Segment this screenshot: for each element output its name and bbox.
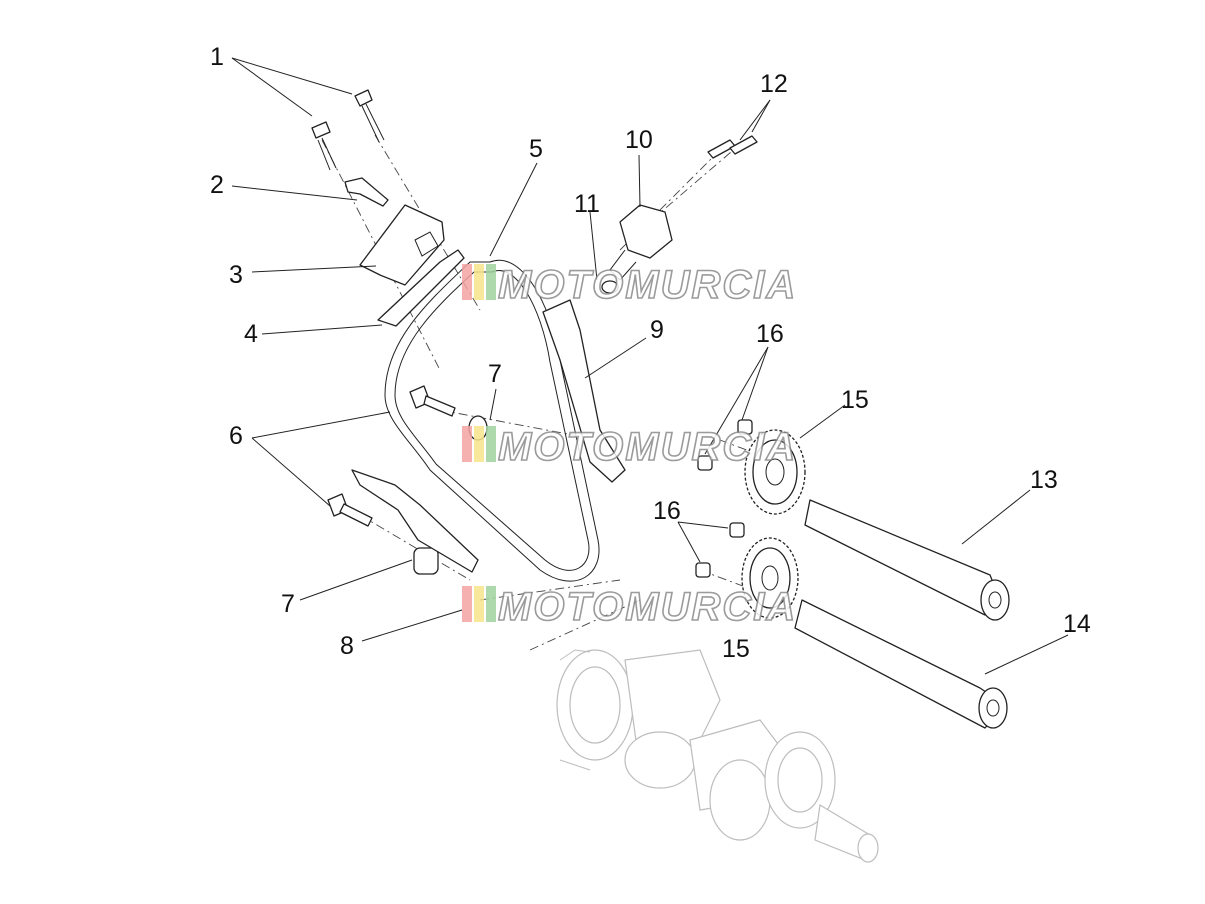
camshaft-14 — [794, 599, 1008, 729]
callout-15-upper: 15 — [841, 386, 869, 414]
watermark-middle: MOTOMURCIA — [462, 424, 797, 470]
watermark-text: MOTOMURCIA — [498, 263, 797, 307]
sprocket-15b — [741, 537, 799, 619]
callout-13: 13 — [1030, 466, 1058, 494]
lock-plate-2 — [344, 177, 389, 207]
leader-lines — [231, 57, 1069, 675]
watermark-top: MOTOMURCIA — [462, 262, 797, 308]
alignment-lines — [321, 134, 801, 651]
sprocket-15a — [744, 429, 806, 515]
watermark-stripe-yellow — [474, 426, 484, 462]
callout-1: 1 — [210, 43, 224, 71]
callout-3: 3 — [229, 261, 243, 289]
washer-11 — [601, 280, 619, 294]
bolt-6a — [409, 385, 456, 417]
spacer-7b — [413, 547, 439, 575]
watermark-text: MOTOMURCIA — [498, 585, 797, 629]
callout-15-lower: 15 — [722, 635, 750, 663]
bolts-12 — [707, 135, 758, 159]
bolt-1b — [354, 89, 385, 143]
callout-7-upper: 7 — [488, 360, 502, 388]
callout-16-lower: 16 — [653, 497, 681, 525]
bolt-1a — [311, 121, 337, 171]
tensioner-bracket-3 — [359, 204, 445, 286]
bolts-16a — [697, 419, 753, 471]
bolts-16b — [695, 522, 745, 578]
watermark-stripe-green — [486, 586, 496, 622]
chain-guide-9 — [542, 299, 626, 483]
timing-chain-5 — [384, 259, 600, 582]
callout-6: 6 — [229, 422, 243, 450]
watermark-bottom: MOTOMURCIA — [462, 584, 797, 630]
guide-pad-4 — [377, 249, 465, 327]
callout-14: 14 — [1063, 610, 1091, 638]
watermark-stripe-yellow — [474, 264, 484, 300]
callout-4: 4 — [244, 320, 258, 348]
callout-5: 5 — [529, 135, 543, 163]
watermark-stripe-green — [486, 264, 496, 300]
watermark-text: MOTOMURCIA — [498, 425, 797, 469]
callout-9: 9 — [650, 316, 664, 344]
watermark-stripe-red — [462, 426, 472, 462]
callout-12: 12 — [760, 70, 788, 98]
callout-11: 11 — [574, 190, 600, 218]
bolt-6b — [327, 493, 373, 527]
callout-8: 8 — [340, 632, 354, 660]
watermark-stripe-red — [462, 586, 472, 622]
watermark-stripe-yellow — [474, 586, 484, 622]
camshaft-13 — [804, 499, 1010, 621]
callout-10: 10 — [625, 126, 653, 154]
callout-16-upper: 16 — [756, 320, 784, 348]
crankshaft-ghost — [556, 649, 879, 863]
callout-labels: 1 2 3 4 5 6 7 7 8 9 10 11 12 13 14 15 15… — [210, 43, 1091, 663]
callout-2: 2 — [210, 171, 224, 199]
callout-7-lower: 7 — [281, 590, 295, 618]
watermark-stripe-green — [486, 426, 496, 462]
tensioner-shoe-8 — [351, 469, 479, 573]
watermark-stripe-red — [462, 264, 472, 300]
